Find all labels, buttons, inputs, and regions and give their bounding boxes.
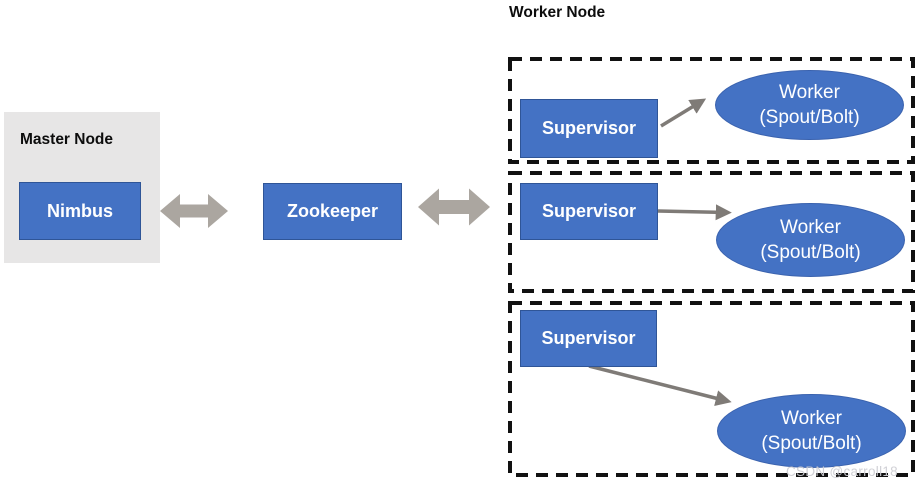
supervisor2-to-worker2-arrow xyxy=(657,204,732,221)
nimbus-node: Nimbus xyxy=(19,182,141,240)
master-node-group: Master Node Nimbus xyxy=(4,112,160,263)
nimbus-label: Nimbus xyxy=(46,200,113,221)
worker-label: Worker xyxy=(780,217,841,238)
master-node-heading: Master Node xyxy=(20,131,114,148)
zookeeper-workers-bidirectional-arrow xyxy=(418,188,490,226)
supervisor-label: Supervisor xyxy=(541,118,637,138)
supervisor-node-3: Supervisor xyxy=(520,310,657,367)
supervisor-label: Supervisor xyxy=(541,328,636,348)
worker-ellipse-2: Worker (Spout/Bolt) xyxy=(716,203,905,277)
worker-sublabel: (Spout/Bolt) xyxy=(761,433,862,454)
worker-label: Worker xyxy=(781,408,842,429)
csdn-watermark: CSDN @carroll18 xyxy=(786,464,898,479)
worker-sublabel: (Spout/Bolt) xyxy=(760,242,861,263)
supervisor-node-2: Supervisor xyxy=(520,183,658,240)
supervisor1-to-worker1-arrow xyxy=(660,98,707,128)
worker-node-heading: Worker Node xyxy=(509,4,606,21)
worker-ellipse-1: Worker (Spout/Bolt) xyxy=(715,70,904,140)
worker-ellipse-3: Worker (Spout/Bolt) xyxy=(717,394,906,468)
worker-sublabel: (Spout/Bolt) xyxy=(759,107,860,128)
zookeeper-label: Zookeeper xyxy=(286,201,379,221)
zookeeper-node: Zookeeper xyxy=(263,183,402,240)
worker-label: Worker xyxy=(779,82,840,103)
supervisor-label: Supervisor xyxy=(541,201,637,221)
supervisor-node-1: Supervisor xyxy=(520,99,658,158)
nimbus-zookeeper-bidirectional-arrow xyxy=(160,194,228,228)
supervisor3-to-worker3-arrow xyxy=(588,364,732,407)
